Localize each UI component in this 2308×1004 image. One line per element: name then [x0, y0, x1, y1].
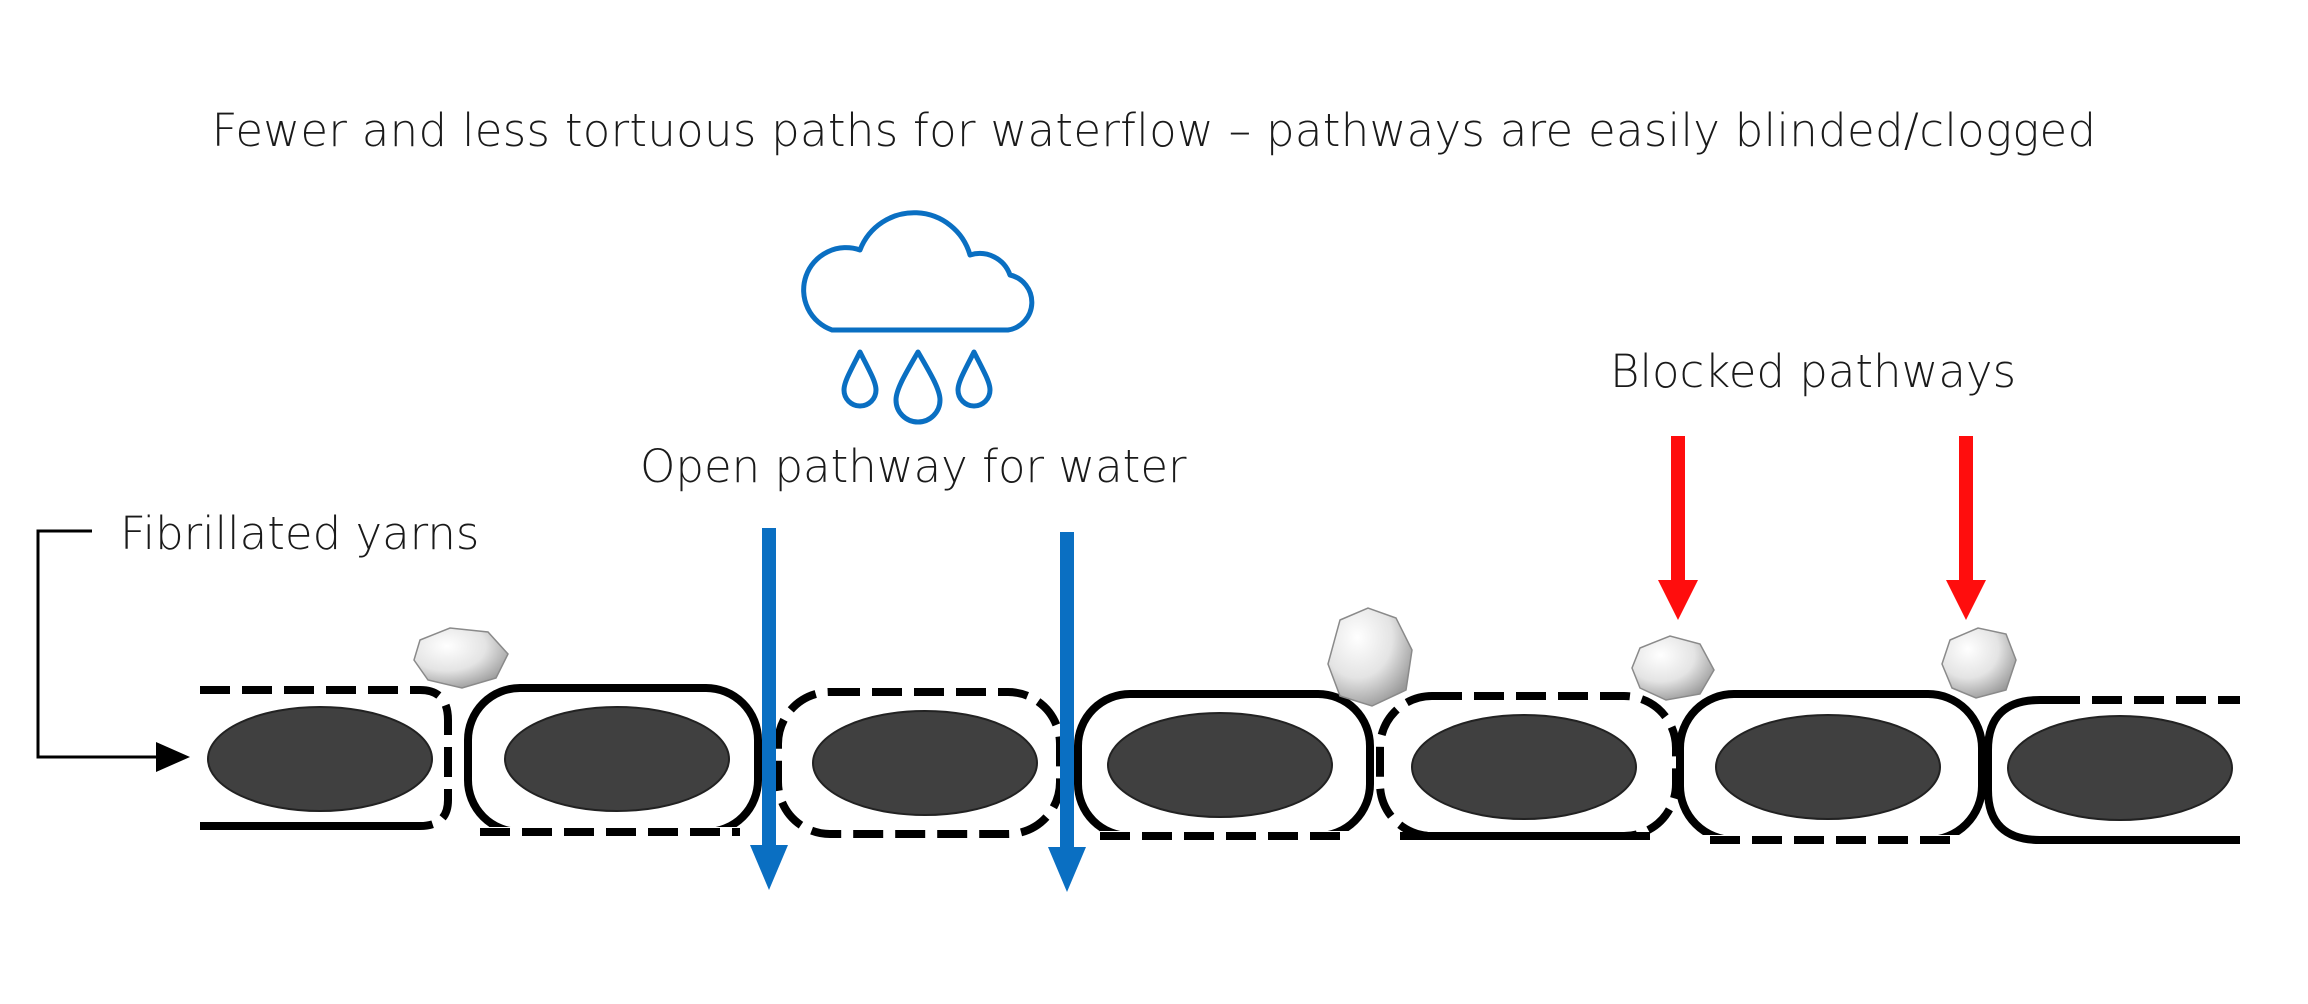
fibrillated-yarns-label: Fibrillated yarns [120, 507, 480, 560]
water-arrow-icon [1048, 532, 1086, 892]
raindrop-icon [955, 349, 993, 409]
stones [413, 607, 2017, 707]
yarn-core [1715, 714, 1941, 820]
raindrop-icon [841, 349, 879, 409]
blocked-pathways-label: Blocked pathways [1610, 345, 2017, 398]
blocked-arrow-icon [1658, 436, 1698, 620]
yarn-core [504, 706, 730, 812]
stone [413, 627, 509, 689]
yarn-core [2007, 715, 2233, 821]
yarn-cores [207, 706, 2233, 821]
stone [1941, 627, 2017, 699]
blocked-arrows [1658, 436, 1986, 620]
stone [1327, 607, 1413, 707]
diagram-title: Fewer and less tortuous paths for waterf… [211, 104, 2097, 157]
yarn-core [1107, 712, 1333, 818]
blocked-arrow-icon [1946, 436, 1986, 620]
raindrop-icon [893, 349, 943, 425]
yarn-core [1411, 714, 1637, 820]
arrowhead-icon [156, 742, 190, 772]
water-arrow-icon [750, 528, 788, 890]
yarn-core [207, 706, 433, 812]
rain-cloud-icon [801, 210, 1035, 425]
stone [1631, 635, 1715, 701]
yarn-strand [200, 684, 2240, 845]
open-pathway-label: Open pathway for water [640, 440, 1187, 493]
water-arrows [750, 528, 1086, 892]
yarn-core [812, 710, 1038, 816]
yarn-pointer [36, 529, 190, 772]
